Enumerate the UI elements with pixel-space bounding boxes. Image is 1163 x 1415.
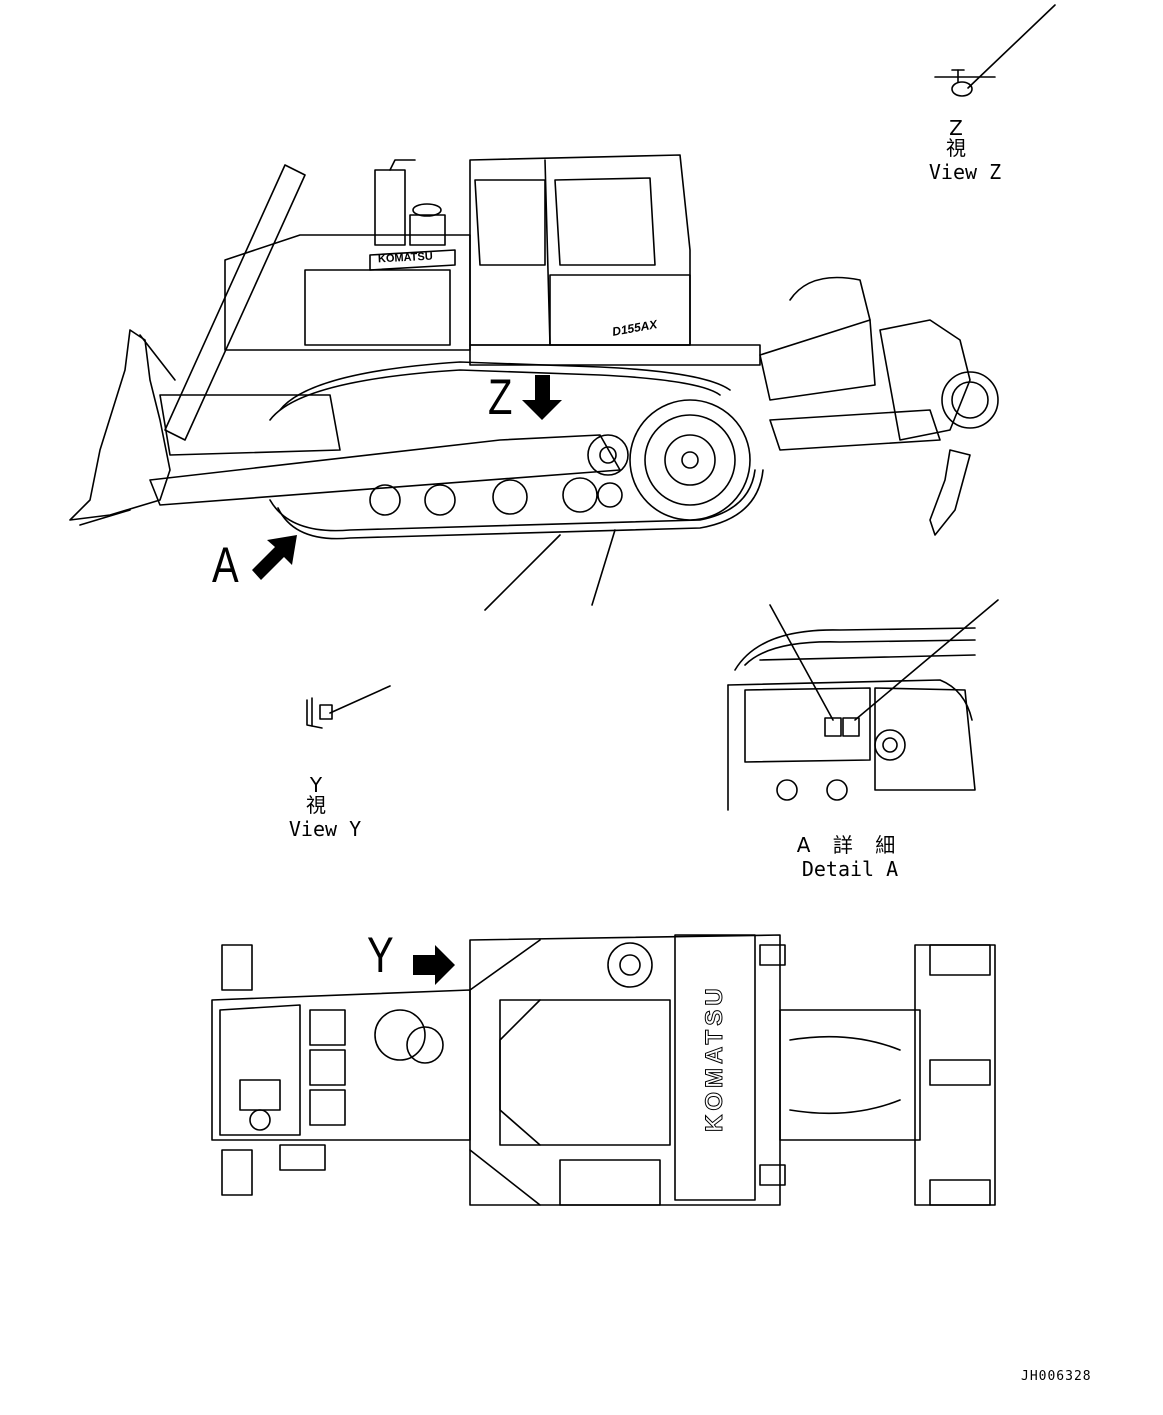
top-brand-strip: KOMATSU bbox=[701, 984, 729, 1133]
arrow-z-letter: Z bbox=[488, 369, 513, 425]
arrow-y-icon bbox=[413, 945, 455, 985]
arrow-a-icon bbox=[252, 535, 297, 580]
detail-a-view bbox=[727, 599, 999, 811]
detail-a-jp: A 詳 細 bbox=[796, 833, 904, 857]
top-view-bulldozer bbox=[211, 934, 996, 1206]
arrow-a-letter: A bbox=[212, 537, 239, 593]
view-z-caption: Z 視 View Z bbox=[920, 118, 1010, 182]
view-z-detail bbox=[934, 4, 1056, 97]
detail-a-caption: A 詳 細 Detail A bbox=[795, 835, 905, 879]
view-y-caption: Y 視 View Y bbox=[280, 775, 370, 839]
arrow-z-icon bbox=[522, 375, 562, 420]
arrow-y-letter: Y bbox=[367, 927, 394, 983]
view-z-en: View Z bbox=[928, 160, 1002, 184]
view-y-jp: Y 視 bbox=[306, 773, 344, 817]
drawing-number: JH006328 bbox=[1021, 1369, 1092, 1384]
view-y-detail bbox=[306, 685, 391, 729]
side-view-bulldozer bbox=[69, 154, 999, 611]
view-z-jp: Z 視 bbox=[946, 116, 984, 160]
detail-a-en: Detail A bbox=[801, 857, 899, 881]
view-y-en: View Y bbox=[288, 817, 362, 841]
